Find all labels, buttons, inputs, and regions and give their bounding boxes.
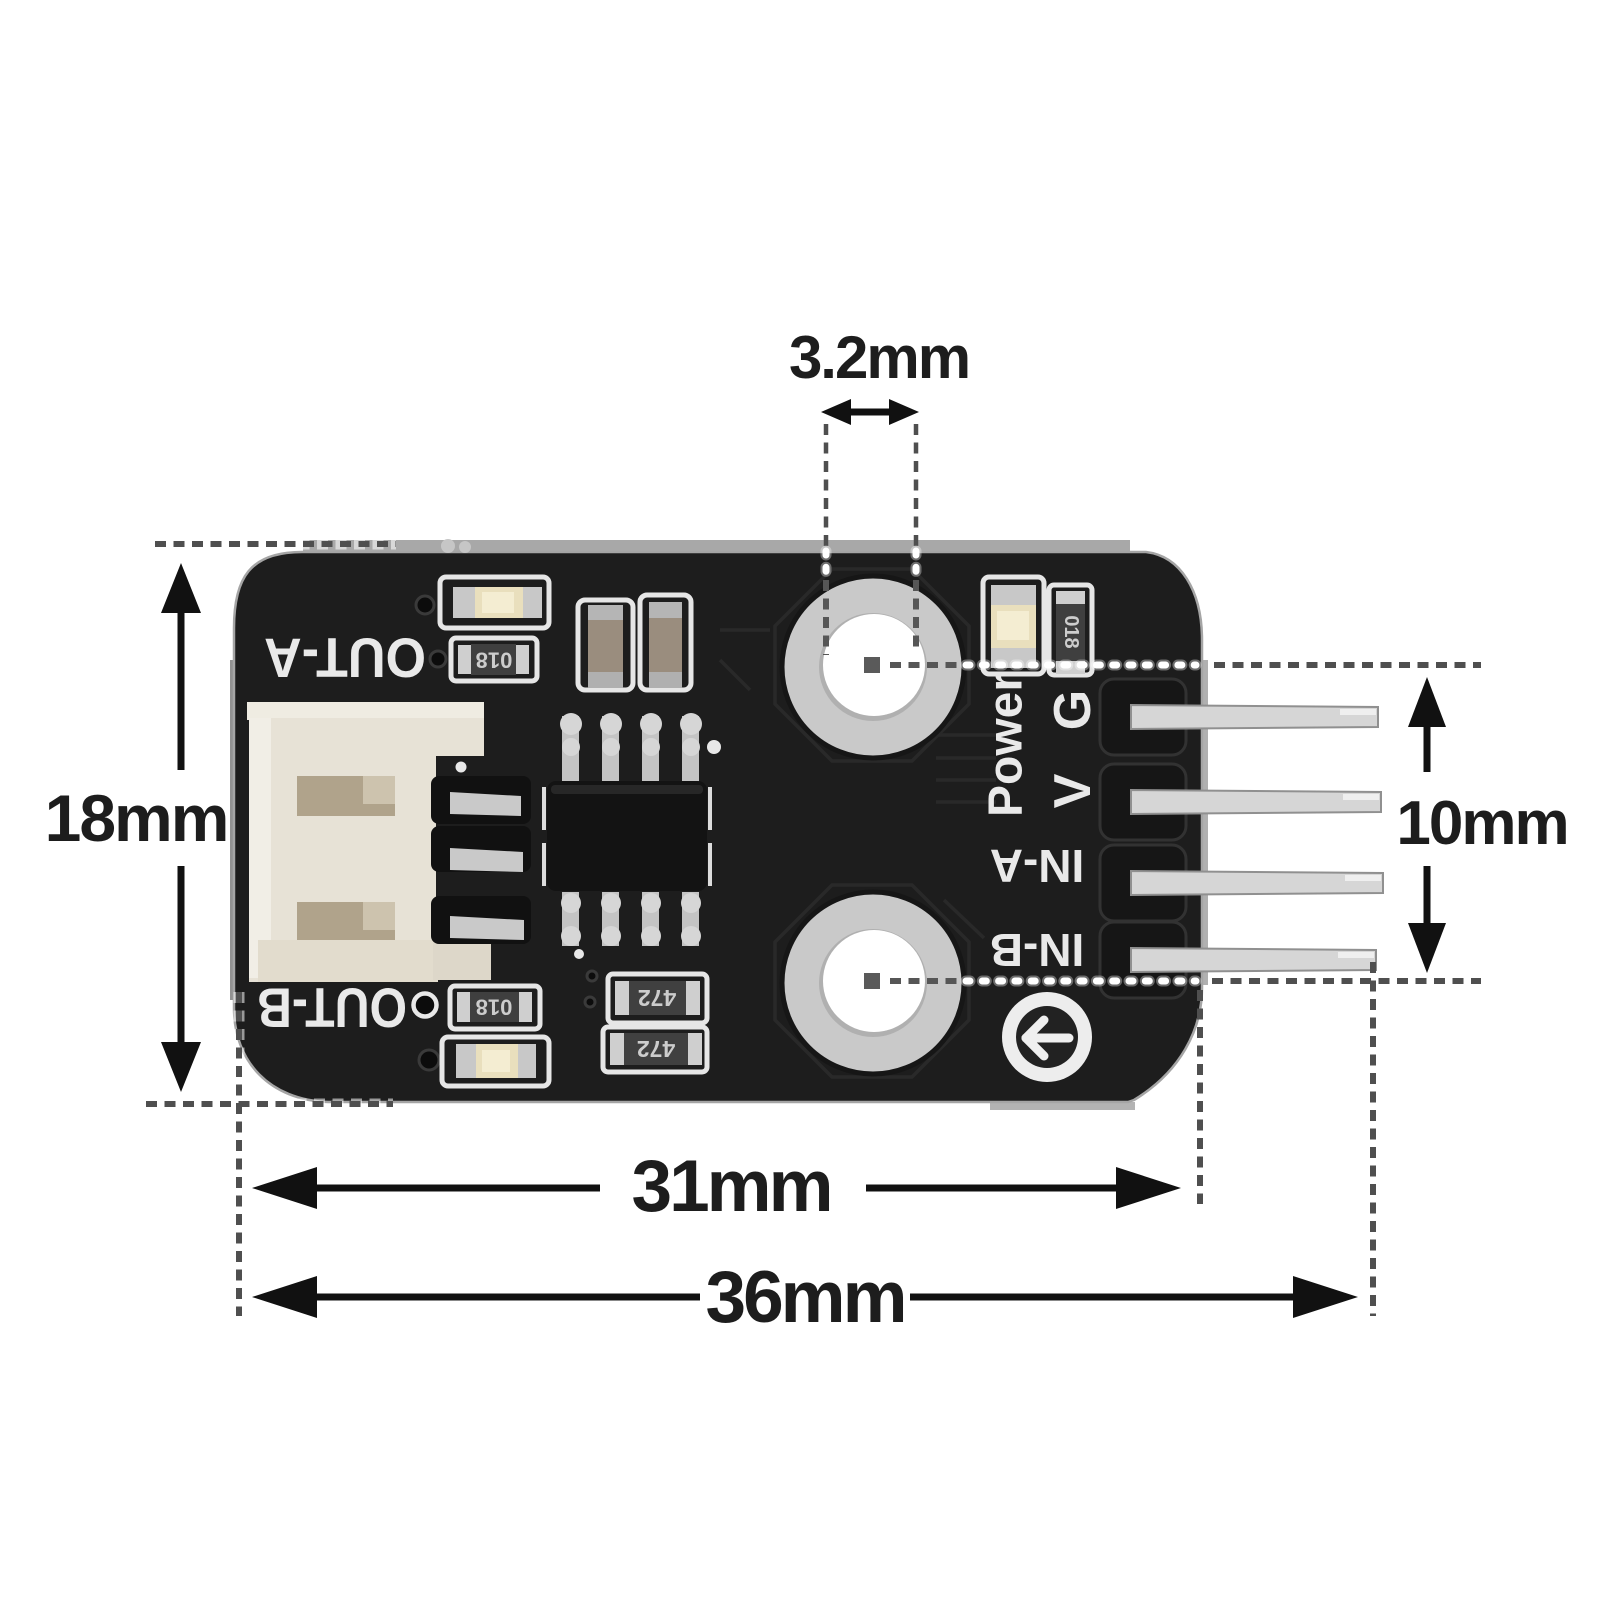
svg-text:3.2mm: 3.2mm — [789, 324, 969, 391]
svg-text:10mm: 10mm — [1396, 789, 1567, 858]
svg-text:018: 018 — [1060, 615, 1082, 648]
svg-text:OUT-B: OUT-B — [257, 977, 407, 1040]
svg-text:018: 018 — [476, 648, 513, 673]
svg-text:18mm: 18mm — [45, 781, 228, 855]
svg-text:472: 472 — [638, 985, 676, 1011]
svg-text:OUT-A: OUT-A — [264, 627, 426, 690]
svg-text:G: G — [1044, 690, 1102, 730]
svg-text:IN-B: IN-B — [990, 924, 1085, 976]
svg-text:472: 472 — [637, 1036, 675, 1062]
svg-text:V: V — [1044, 773, 1102, 808]
svg-text:018: 018 — [476, 995, 513, 1020]
svg-text:Power: Power — [980, 673, 1033, 817]
svg-text:36mm: 36mm — [705, 1257, 904, 1338]
svg-text:IN-A: IN-A — [990, 840, 1085, 892]
svg-text:31mm: 31mm — [631, 1146, 830, 1227]
